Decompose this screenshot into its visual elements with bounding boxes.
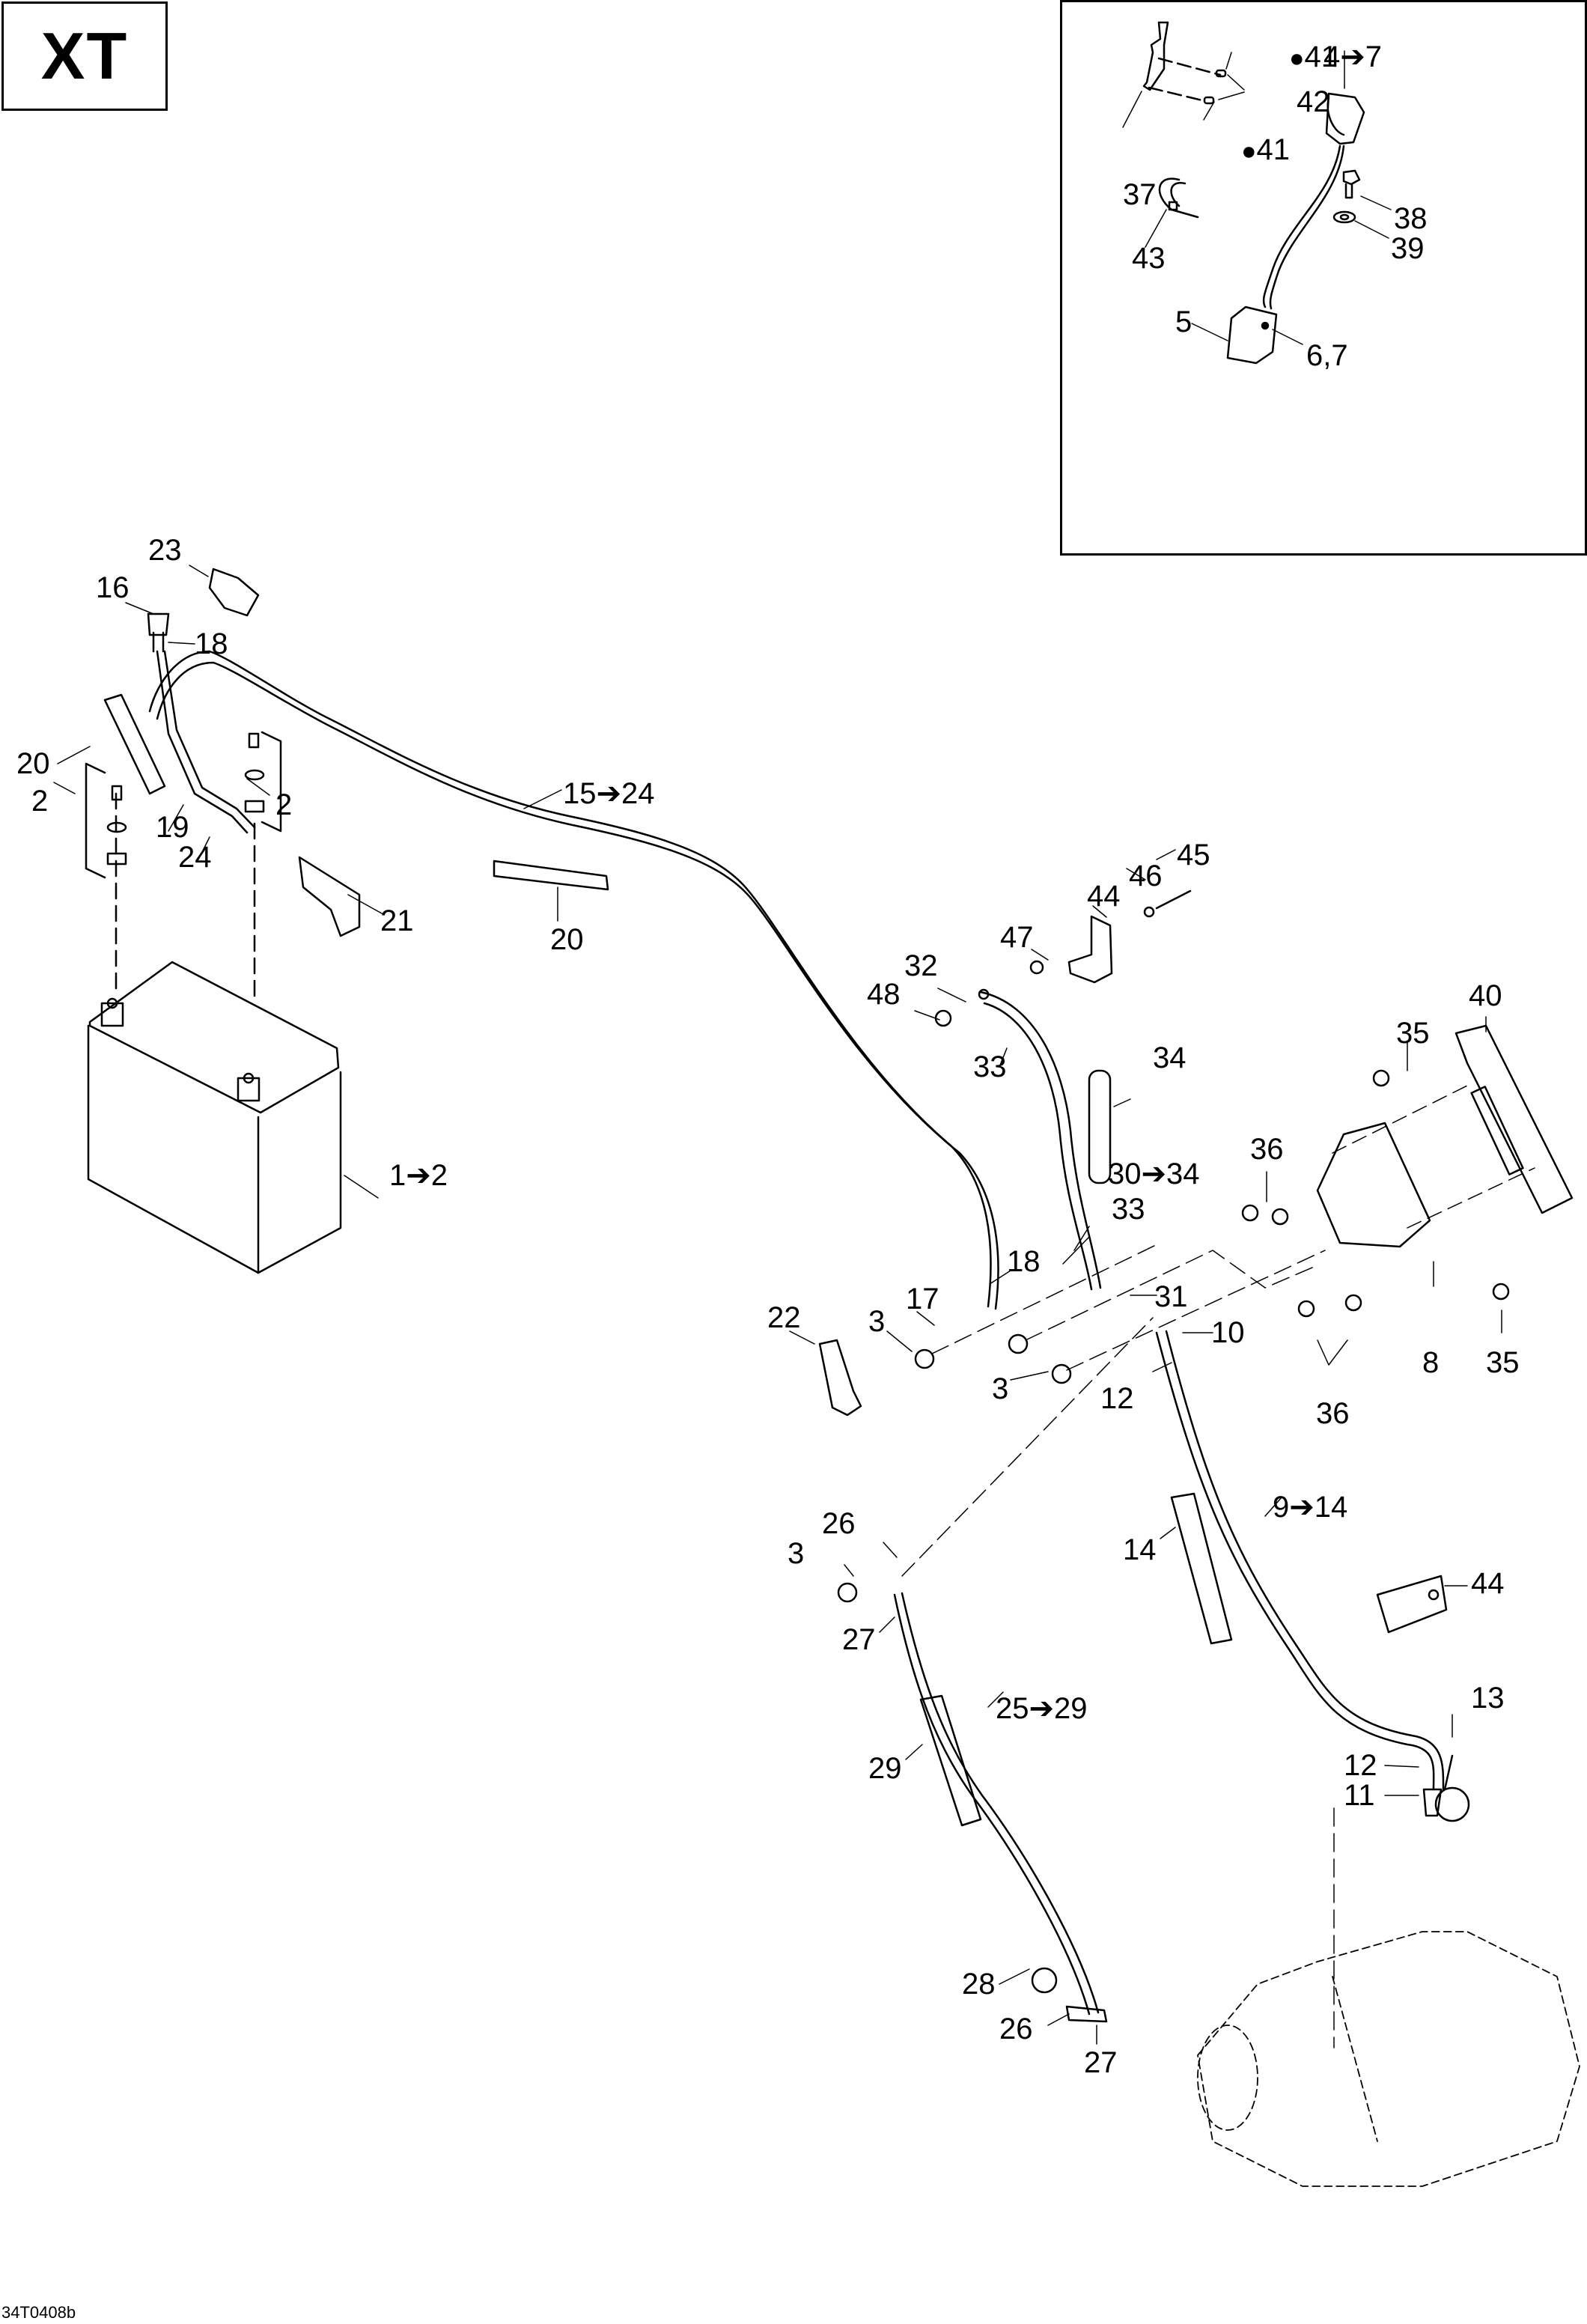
cable-25-29-drawing: [893, 1592, 1108, 2023]
callout-35-lower: 35: [1486, 1346, 1520, 1379]
inset-leader-lines: [1122, 50, 1392, 345]
callout-16: 16: [96, 571, 130, 604]
callout-28: 28: [962, 1968, 996, 2001]
terminal-hardware-stacks: [85, 731, 282, 997]
callout-3-b: 3: [992, 1372, 1009, 1405]
callout-10: 10: [1211, 1316, 1245, 1349]
callout-41-top-text: 41: [1304, 40, 1338, 73]
callout-27-lower: 27: [1084, 2046, 1118, 2079]
solenoid-and-bracket-drawing: [1241, 1024, 1574, 1318]
callout-38: 38: [1394, 202, 1428, 235]
nuts-3-drawing: [837, 1333, 1072, 1603]
callout-6-7: 6,7: [1306, 339, 1348, 372]
bracket-37-drawing: [1142, 21, 1227, 105]
apply-liquid-drop-icon: ●: [1289, 44, 1305, 73]
callout-33-lower: 33: [1112, 1193, 1145, 1226]
callout-18-lower: 18: [1007, 1245, 1041, 1278]
main-leader-lines: [53, 565, 1502, 2045]
model-badge: XT: [1, 1, 168, 111]
apply-liquid-drop-icon: ●: [1241, 137, 1257, 165]
cable-tie-43-drawing: [1158, 177, 1199, 219]
callout-24: 24: [178, 841, 212, 874]
callout-20-left: 20: [16, 747, 50, 780]
callout-17: 17: [906, 1283, 939, 1315]
model-badge-text: XT: [40, 19, 129, 93]
cable-9-14-drawing: [1155, 1330, 1470, 1822]
winch-motor-phantom-drawing: [1197, 1931, 1580, 2187]
cable-30-34-drawing: [979, 991, 1112, 1291]
callout-12-upper: 12: [1100, 1382, 1134, 1415]
callout-12-lower: 12: [1344, 1749, 1377, 1782]
callout-23: 23: [148, 534, 182, 567]
clamp-and-hardware-drawing: [934, 889, 1192, 1027]
callout-27-upper: 27: [842, 1623, 876, 1656]
callout-22: 22: [767, 1301, 801, 1334]
callout-3-c: 3: [788, 1537, 805, 1570]
figure-code: 34T0408b: [1, 2303, 76, 2322]
main-harness-cable: [147, 612, 999, 1310]
callout-41-bottom-text: 41: [1256, 133, 1291, 166]
callout-15-to-24: 15➔24: [563, 777, 655, 810]
battery-drawing: [87, 961, 342, 1274]
callout-1-to-2: 1➔2: [389, 1159, 448, 1192]
callout-18-upper: 18: [195, 627, 228, 660]
callout-3-a: 3: [868, 1305, 886, 1338]
callout-46: 46: [1129, 860, 1163, 892]
callout-25-to-29: 25➔29: [996, 1692, 1088, 1725]
callout-9-to-14: 9➔14: [1273, 1491, 1348, 1524]
callout-42: 42: [1297, 85, 1330, 118]
callout-48: 48: [867, 978, 901, 1011]
callout-34: 34: [1153, 1041, 1187, 1074]
callout-33-upper: 33: [973, 1050, 1007, 1083]
callout-14: 14: [1123, 1533, 1157, 1566]
callout-41-top: ●41: [1289, 42, 1338, 73]
plate-44-drawing: [1376, 1575, 1448, 1634]
callout-13: 13: [1471, 1682, 1505, 1715]
callout-11: 11: [1344, 1779, 1375, 1812]
assembly-dash-lines: [901, 1242, 1335, 2048]
callout-4-to-7: 4➔7: [1323, 40, 1383, 73]
callout-41-bottom: ●41: [1241, 135, 1290, 166]
callout-20-middle: 20: [550, 923, 584, 956]
callout-29: 29: [868, 1752, 902, 1785]
callout-36-upper: 36: [1250, 1133, 1284, 1166]
callout-26-upper: 26: [822, 1507, 856, 1540]
terminal-boots-drawing: [208, 568, 862, 1417]
sleeve-20-drawings: [103, 693, 609, 891]
callout-19: 19: [156, 811, 189, 844]
callout-43: 43: [1132, 242, 1166, 275]
callout-37: 37: [1123, 178, 1157, 211]
callout-40: 40: [1469, 979, 1502, 1012]
callout-36-lower: 36: [1316, 1397, 1350, 1430]
callout-2-left: 2: [31, 785, 49, 818]
callout-44-clamp: 44: [1087, 880, 1121, 913]
callout-35-upper: 35: [1396, 1017, 1430, 1050]
callout-39: 39: [1391, 232, 1425, 265]
callout-44-plate: 44: [1471, 1567, 1505, 1600]
callout-45: 45: [1177, 839, 1210, 872]
detail-inset-frame: [1060, 0, 1587, 556]
sensor-harness-drawing: [1226, 92, 1365, 365]
callout-47: 47: [1000, 921, 1034, 954]
callout-21: 21: [380, 904, 414, 937]
callout-8: 8: [1422, 1346, 1440, 1379]
callout-30-to-34: 30➔34: [1108, 1158, 1200, 1190]
bolt-38-drawing: [1332, 169, 1361, 224]
callout-32: 32: [904, 949, 938, 982]
callout-5: 5: [1175, 305, 1192, 338]
callout-2-right: 2: [275, 788, 293, 821]
callout-31: 31: [1154, 1280, 1188, 1313]
callout-26-lower: 26: [999, 2013, 1033, 2045]
